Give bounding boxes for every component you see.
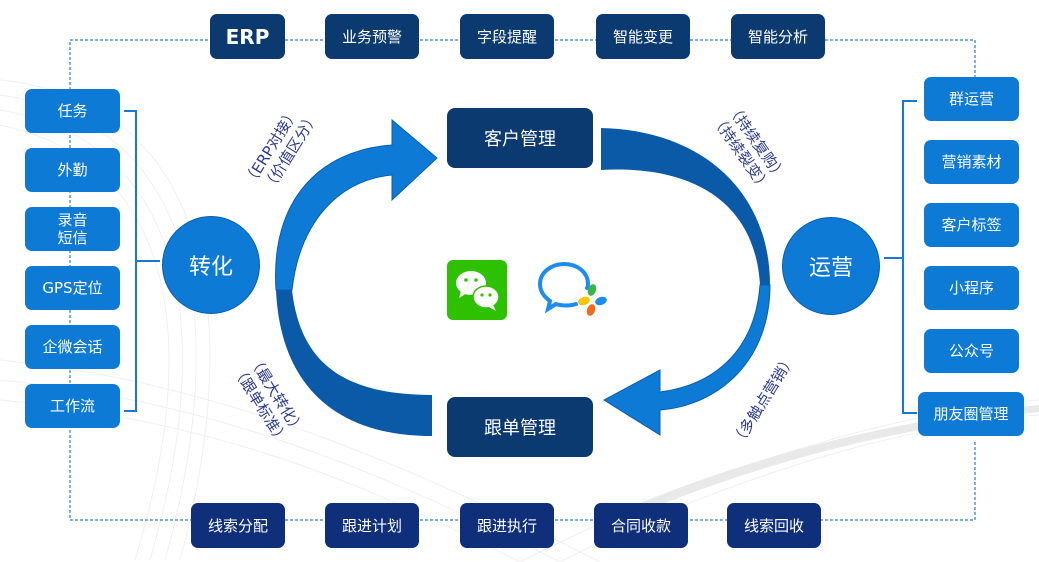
bottom-item-lead-assign[interactable]: 线索分配 bbox=[191, 503, 285, 548]
left-item-recording-sms[interactable]: 录音 短信 bbox=[25, 207, 120, 251]
bottom-item-lead-recycle[interactable]: 线索回收 bbox=[727, 503, 821, 548]
arrow-conversion-to-customer bbox=[275, 118, 438, 291]
order-management[interactable]: 跟单管理 bbox=[447, 397, 593, 457]
bottom-item-followup-plan[interactable]: 跟进计划 bbox=[325, 503, 419, 548]
bottom-item-followup-exec[interactable]: 跟进执行 bbox=[460, 503, 554, 548]
wecom-icon bbox=[536, 260, 616, 324]
top-item-field-reminder[interactable]: 字段提醒 bbox=[460, 14, 554, 59]
hub-operation[interactable]: 运营 bbox=[782, 217, 880, 315]
bottom-item-contract-payment[interactable]: 合同收款 bbox=[594, 503, 688, 548]
arrow-operation-to-order bbox=[603, 284, 771, 436]
right-item-group-ops[interactable]: 群运营 bbox=[924, 77, 1019, 121]
right-item-official-account[interactable]: 公众号 bbox=[924, 329, 1019, 373]
left-item-gps[interactable]: GPS定位 bbox=[25, 266, 120, 310]
wechat-icon bbox=[447, 260, 507, 320]
left-item-workflow[interactable]: 工作流 bbox=[25, 384, 120, 428]
arrow-customer-to-operation bbox=[601, 128, 770, 285]
top-item-smart-change[interactable]: 智能变更 bbox=[596, 14, 690, 59]
top-item-erp[interactable]: ERP bbox=[210, 14, 285, 59]
right-item-marketing-material[interactable]: 营销素材 bbox=[924, 140, 1019, 184]
right-item-customer-tags[interactable]: 客户标签 bbox=[924, 203, 1019, 247]
right-item-mini-program[interactable]: 小程序 bbox=[924, 266, 1019, 310]
left-item-wecom-session[interactable]: 企微会话 bbox=[25, 325, 120, 369]
left-item-task[interactable]: 任务 bbox=[25, 89, 120, 133]
hub-conversion[interactable]: 转化 bbox=[162, 216, 260, 314]
right-item-moments-mgmt[interactable]: 朋友圈管理 bbox=[918, 392, 1024, 436]
arrow-order-to-conversion bbox=[276, 290, 432, 436]
top-item-smart-analysis[interactable]: 智能分析 bbox=[731, 14, 825, 59]
top-item-business-alert[interactable]: 业务预警 bbox=[325, 14, 419, 59]
left-item-field-work[interactable]: 外勤 bbox=[25, 148, 120, 192]
customer-management[interactable]: 客户管理 bbox=[447, 108, 593, 168]
